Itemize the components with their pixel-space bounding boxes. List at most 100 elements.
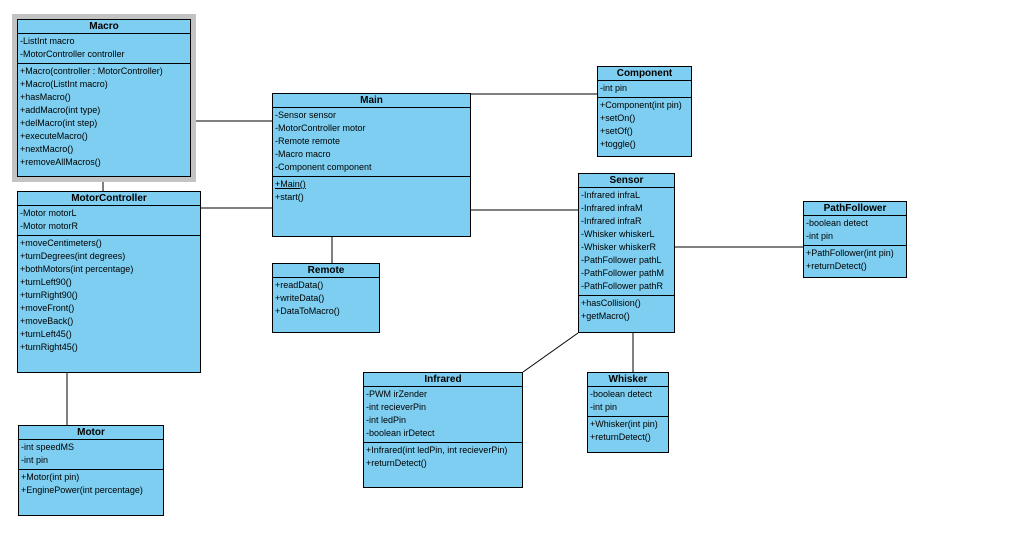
- attributes-compartment: -boolean detect -int pin: [804, 216, 906, 246]
- attribute-row: -MotorController motor: [275, 123, 366, 133]
- attribute-row: -ListInt macro: [20, 36, 75, 46]
- method-row: +setOf(): [600, 126, 633, 136]
- attribute-row: -Remote remote: [275, 136, 341, 146]
- connection-sensor-infrared[interactable]: [522, 332, 579, 373]
- attribute-row: -int pin: [806, 231, 834, 241]
- method-row: +turnLeft90(): [20, 277, 72, 287]
- attribute-row: -int ledPin: [366, 415, 407, 425]
- method-row: +moveCentimeters(): [20, 238, 102, 248]
- method-row: +Main(): [275, 179, 306, 189]
- method-row: +bothMotors(int percentage): [20, 264, 134, 274]
- methods-compartment: +Main() +start(): [273, 177, 470, 236]
- methods-compartment: +readData() +writeData() +DataToMacro(): [273, 278, 379, 332]
- method-row: +Motor(int pin): [21, 472, 80, 482]
- method-row: +Macro(ListInt macro): [20, 79, 108, 89]
- attributes-compartment: -Motor motorL -Motor motorR: [18, 206, 200, 236]
- method-row: +writeData(): [275, 293, 325, 303]
- class-infrared[interactable]: Infrared -PWM irZender -int recieverPin -in…: [363, 372, 523, 488]
- class-title-motor: Motor: [19, 426, 163, 440]
- method-row: +Component(int pin): [600, 100, 682, 110]
- class-motorcontroller[interactable]: MotorController-Motor motorL-Motor motor…: [17, 191, 201, 373]
- methods-compartment: +moveCentimeters()+turnDegrees(int degre…: [18, 236, 200, 372]
- class-title-infrared: Infrared: [364, 373, 522, 387]
- attribute-row: -PWM irZender: [366, 389, 428, 399]
- class-title-macro: Macro: [18, 20, 190, 34]
- method-row: +addMacro(int type): [20, 105, 101, 115]
- class-title-pathfollower: PathFollower: [804, 202, 906, 216]
- class-title-main: Main: [273, 94, 470, 108]
- attribute-row: -int speedMS: [21, 442, 75, 452]
- attribute-row: -Macro macro: [275, 149, 331, 159]
- attribute-row: -boolean detect: [806, 218, 869, 228]
- attribute-row: -int pin: [21, 455, 49, 465]
- class-macro[interactable]: Macro -ListInt macro -MotorController cont…: [12, 14, 196, 182]
- method-row: +nextMacro(): [20, 144, 74, 154]
- attribute-row: -int pin: [600, 83, 628, 93]
- methods-compartment: +Motor(int pin) +EnginePower(int percenta…: [19, 470, 163, 515]
- attributes-compartment: -Sensor sensor -MotorController motor -Rem…: [273, 108, 470, 177]
- attribute-row: -Whisker whiskerR: [581, 242, 657, 252]
- method-row: +moveFront(): [20, 303, 75, 313]
- attributes-compartment: -int speedMS -int pin: [19, 440, 163, 470]
- attribute-row: -int recieverPin: [366, 402, 427, 412]
- methods-compartment: +Component(int pin) +setOn() +setOf() +togg…: [598, 98, 691, 156]
- class-pathfollower[interactable]: PathFollower -boolean detect -int pin +Path…: [803, 201, 907, 278]
- method-row: +Macro(controller : MotorController): [20, 66, 163, 76]
- class-title-whisker: Whisker: [588, 373, 668, 387]
- class-whisker[interactable]: Whisker -boolean detect -int pin +Whisker(i…: [587, 372, 669, 453]
- attributes-compartment: -int pin: [598, 81, 691, 98]
- attribute-row: -Whisker whiskerL: [581, 229, 655, 239]
- method-row: +EnginePower(int percentage): [21, 485, 143, 495]
- methods-compartment: +Whisker(int pin)+returnDetect(): [588, 417, 668, 452]
- attributes-compartment: -PWM irZender -int recieverPin -int ledPin…: [364, 387, 522, 443]
- method-row: +returnDetect(): [806, 261, 867, 271]
- attribute-row: -Infrared infraL: [581, 190, 641, 200]
- attribute-row: -PathFollower pathL: [581, 255, 662, 265]
- method-row: +getMacro(): [581, 311, 630, 321]
- attribute-row: -Component component: [275, 162, 372, 172]
- class-motor[interactable]: Motor -int speedMS -int pin +Motor(int pin)…: [18, 425, 164, 516]
- method-row: +hasMacro(): [20, 92, 71, 102]
- attribute-row: -Sensor sensor: [275, 110, 337, 120]
- attribute-row: -boolean irDetect: [366, 428, 435, 438]
- method-row: +removeAllMacros(): [20, 157, 101, 167]
- class-sensor[interactable]: Sensor-Infrared infraL-Infrared infraM-I…: [578, 173, 675, 333]
- method-row: +delMacro(int step): [20, 118, 98, 128]
- methods-compartment: +hasCollision() +getMacro(): [579, 296, 674, 332]
- method-row: +returnDetect(): [366, 458, 427, 468]
- method-row: +hasCollision(): [581, 298, 641, 308]
- class-title-remote: Remote: [273, 264, 379, 278]
- methods-compartment: +PathFollower(int pin) +returnDetect(): [804, 246, 906, 277]
- method-row: +setOn(): [600, 113, 636, 123]
- method-row: +Whisker(int pin): [590, 419, 658, 429]
- class-title-component: Component: [598, 67, 691, 81]
- attributes-compartment: -boolean detect -int pin: [588, 387, 668, 417]
- attribute-row: -boolean detect: [590, 389, 653, 399]
- attribute-row: -MotorController controller: [20, 49, 125, 59]
- attribute-row: -int pin: [590, 402, 618, 412]
- class-main[interactable]: Main -Sensor sensor -MotorController motor…: [272, 93, 471, 237]
- method-row: +DataToMacro(): [275, 306, 340, 316]
- attribute-row: -Motor motorR: [20, 221, 79, 231]
- class-title-motorcontroller: MotorController: [18, 192, 200, 206]
- method-row: +start(): [275, 192, 304, 202]
- class-component[interactable]: Component -int pin +Component(int pin) +set…: [597, 66, 692, 157]
- method-row: +toggle(): [600, 139, 636, 149]
- attribute-row: -Motor motorL: [20, 208, 77, 218]
- method-row: +executeMacro(): [20, 131, 88, 141]
- methods-compartment: +Infrared(int ledPin, int recieverPin) +r…: [364, 443, 522, 487]
- method-row: +turnLeft45(): [20, 329, 72, 339]
- method-row: +readData(): [275, 280, 324, 290]
- class-title-sensor: Sensor: [579, 174, 674, 188]
- attribute-row: -Infrared infraR: [581, 216, 642, 226]
- class-remote[interactable]: Remote +readData() +writeData() +DataToMacr…: [272, 263, 380, 333]
- method-row: +Infrared(int ledPin, int recieverPin): [366, 445, 508, 455]
- method-row: +turnRight45(): [20, 342, 78, 352]
- method-row: +PathFollower(int pin): [806, 248, 894, 258]
- attribute-row: -Infrared infraM: [581, 203, 643, 213]
- attribute-row: -PathFollower pathM: [581, 268, 665, 278]
- attribute-row: -PathFollower pathR: [581, 281, 664, 291]
- attributes-compartment: -Infrared infraL -Infrared infraM -Infrare…: [579, 188, 674, 296]
